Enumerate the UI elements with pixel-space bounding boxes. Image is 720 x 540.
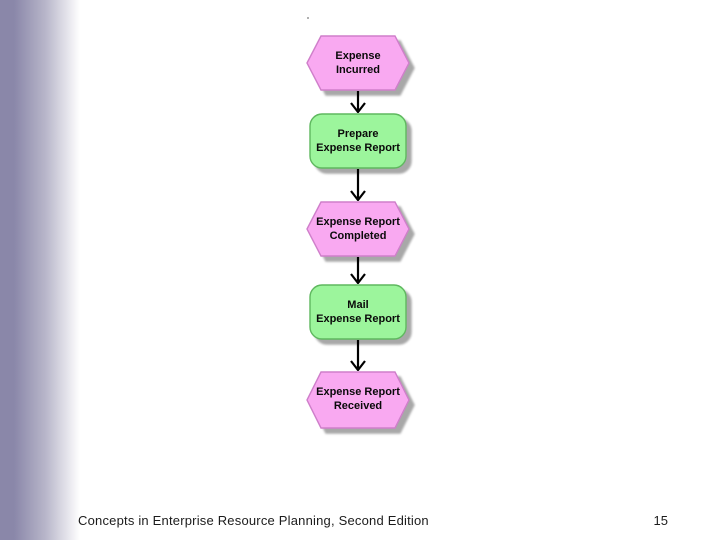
event-hexagon-shape	[306, 201, 410, 257]
function-rect-shape	[309, 284, 407, 340]
node-label: Expense Report Completed	[316, 216, 400, 242]
artifact-dot	[307, 17, 309, 19]
arrow-down-icon	[346, 257, 370, 285]
event-hexagon-shape	[306, 35, 410, 91]
flow-node-mail-expense-report: Mail Expense Report	[309, 284, 407, 340]
node-label: Expense Incurred	[335, 50, 381, 76]
footer-text: Concepts in Enterprise Resource Planning…	[78, 513, 429, 528]
flow-node-expense-incurred: Expense Incurred	[306, 35, 410, 91]
flow-node-expense-report-completed: Expense Report Completed	[306, 201, 410, 257]
function-rect-shape	[309, 113, 407, 169]
node-label: Expense Report Received	[316, 386, 400, 412]
flow-node-prepare-expense-report: Prepare Expense Report	[309, 113, 407, 169]
flow-node-expense-report-received: Expense Report Received	[306, 371, 410, 429]
event-hexagon-shape	[306, 371, 410, 429]
arrow-down-icon	[346, 340, 370, 372]
node-label: Mail Expense Report	[316, 299, 400, 325]
page-number: 15	[653, 513, 668, 528]
arrow-down-icon	[346, 91, 370, 114]
node-label: Prepare Expense Report	[316, 128, 400, 154]
arrow-down-icon	[346, 169, 370, 202]
sidebar-gradient-bar	[0, 0, 80, 540]
